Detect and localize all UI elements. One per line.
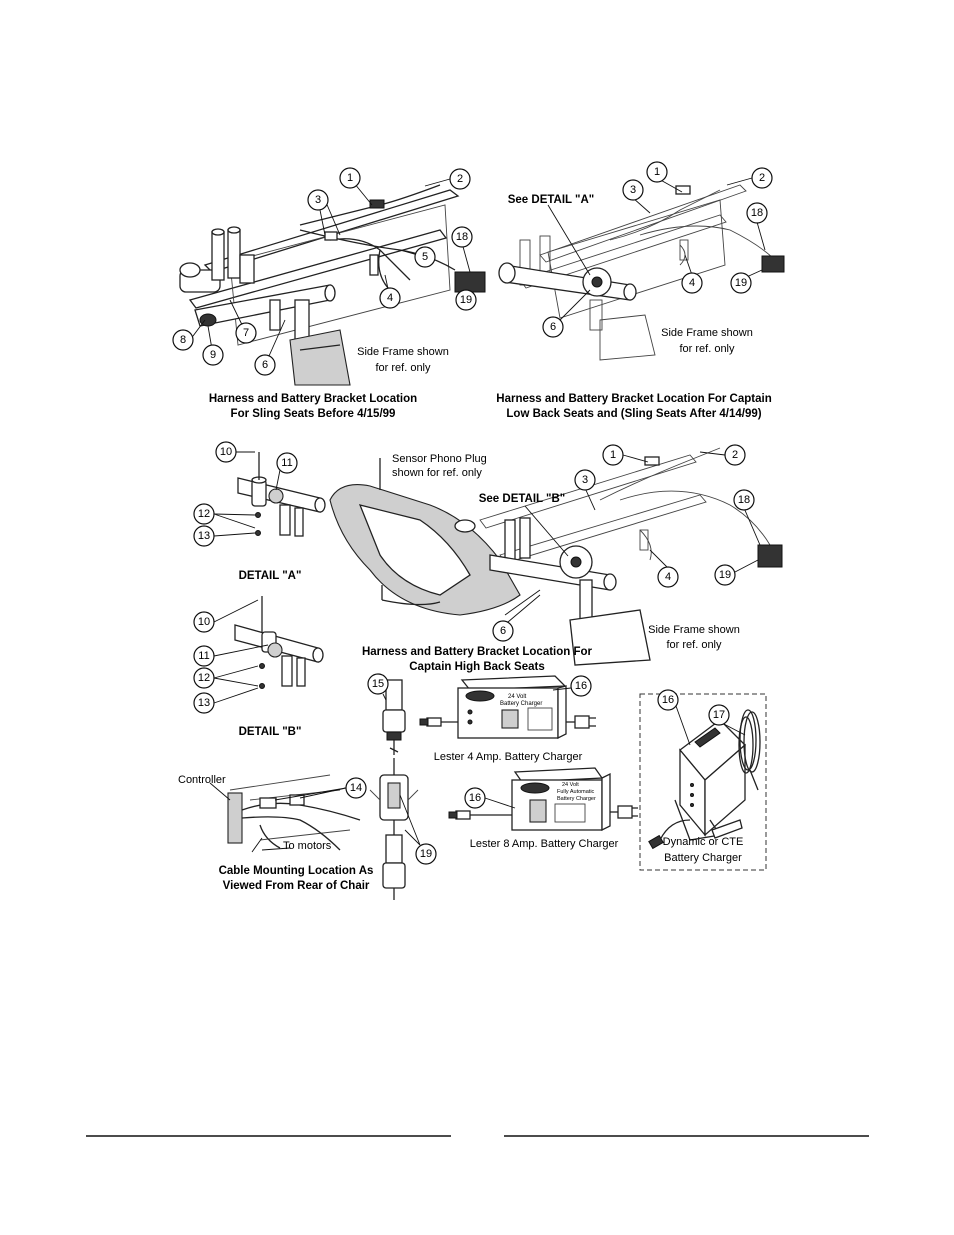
- dynamic-charger-box: [639, 693, 767, 871]
- callout-19: 19: [719, 569, 731, 581]
- callout-3: 3: [582, 474, 588, 486]
- callout-5: 5: [422, 251, 428, 263]
- callout-12: 12: [198, 508, 210, 520]
- detail-a-label: DETAIL "A": [239, 570, 302, 582]
- callout-2: 2: [759, 172, 765, 184]
- callout-16: 16: [662, 694, 674, 706]
- callout-16: 16: [469, 792, 481, 804]
- fig2-side-frame-note-1: Side Frame shown: [661, 327, 753, 339]
- sensor-note-2: shown for ref. only: [392, 467, 482, 479]
- callout-17: 17: [713, 709, 725, 721]
- fig3-caption-2: Captain High Back Seats: [409, 661, 544, 673]
- callout-7: 7: [243, 327, 249, 339]
- fig2-caption-1: Harness and Battery Bracket Location For…: [496, 393, 771, 405]
- fig1-caption-1: Harness and Battery Bracket Location: [209, 393, 417, 405]
- fig3-see-detail: See DETAIL "B": [479, 493, 566, 505]
- charger8-face-2: Fully Automatic: [557, 789, 595, 795]
- callout-11: 11: [198, 650, 209, 662]
- fig3-callouts: 1 2 3 4 6 18 19: [492, 444, 761, 642]
- callout-11: 11: [281, 457, 292, 469]
- callout-3: 3: [630, 184, 636, 196]
- callout-2: 2: [457, 173, 463, 185]
- detail-a-drawing: [237, 452, 326, 537]
- cable-mounting-drawing: [209, 774, 361, 851]
- figure-captain-high-back: [329, 447, 783, 666]
- callout-19: 19: [735, 277, 747, 289]
- cable-mounting-callouts: 14: [274, 777, 367, 801]
- callout-12: 12: [198, 672, 210, 684]
- fig1-side-frame-note-2: for ref. only: [375, 362, 431, 374]
- callout-4: 4: [689, 277, 695, 289]
- callout-8: 8: [180, 334, 186, 346]
- callout-19: 19: [420, 848, 432, 860]
- fig3-side-frame-note-1: Side Frame shown: [648, 624, 740, 636]
- fig2-callouts: 1 2 3 4 6 18 19: [542, 161, 773, 338]
- detail-b-drawing: [234, 596, 324, 689]
- callout-10: 10: [220, 446, 232, 458]
- callout-4: 4: [665, 571, 671, 583]
- to-motors-leader: [251, 837, 291, 853]
- callout-1: 1: [654, 166, 660, 178]
- dynamic-label-2: Battery Charger: [664, 852, 742, 864]
- callout-1: 1: [347, 172, 353, 184]
- callout-19: 19: [460, 294, 472, 306]
- callout-18: 18: [738, 494, 750, 506]
- callout-4: 4: [387, 292, 393, 304]
- cable-caption-1: Cable Mounting Location As: [219, 865, 374, 877]
- dynamic-cte-charger: [648, 709, 761, 850]
- charger4-face-2: Battery Charger: [500, 701, 542, 707]
- lester4-label: Lester 4 Amp. Battery Charger: [434, 751, 583, 763]
- dynamic-callouts: 16 17: [657, 689, 746, 746]
- callout-6: 6: [500, 625, 506, 637]
- lester8-callouts: 16: [464, 787, 516, 809]
- lester-8amp-charger: 24 Volt Fully Automatic Battery Charger: [448, 767, 638, 832]
- fig2-side-frame-note-2: for ref. only: [679, 343, 735, 355]
- callout-1: 1: [610, 449, 616, 461]
- charger8-face-1: 24 Volt: [562, 782, 579, 788]
- fig3-side-frame-note-2: for ref. only: [666, 639, 722, 651]
- figure-captain-low-back: [498, 184, 785, 361]
- fig1-callouts: 1 2 3 4 5 6 7 8 9 18 19: [172, 167, 477, 376]
- callout-3: 3: [315, 194, 321, 206]
- callout-6: 6: [550, 321, 556, 333]
- detail-a-callouts: 10 11 12 13: [193, 441, 298, 547]
- callout-6: 6: [262, 359, 268, 371]
- fig2-see-detail: See DETAIL "A": [508, 194, 595, 206]
- dynamic-label-1: Dynamic or CTE: [663, 836, 744, 848]
- lester4-callouts: 16: [552, 675, 592, 697]
- sensor-note-1: Sensor Phono Plug: [392, 453, 487, 465]
- callout-18: 18: [751, 207, 763, 219]
- cable-caption-2: Viewed From Rear of Chair: [223, 880, 370, 892]
- charger8-face-3: Battery Charger: [557, 796, 596, 802]
- fig1-side-frame-note-1: Side Frame shown: [357, 346, 449, 358]
- fig3-caption-1: Harness and Battery Bracket Location For: [362, 646, 593, 658]
- lester8-label: Lester 8 Amp. Battery Charger: [470, 838, 619, 850]
- to-motors-label: To motors: [283, 840, 332, 852]
- callout-2: 2: [732, 449, 738, 461]
- fig2-caption-2: Low Back Seats and (Sling Seats After 4/…: [506, 408, 761, 420]
- connector-callouts: 15 19: [367, 673, 437, 865]
- callout-13: 13: [198, 530, 210, 542]
- callout-13: 13: [198, 697, 210, 709]
- detail-b-label: DETAIL "B": [239, 726, 302, 738]
- detail-b-callouts: 10 11 12 13: [193, 599, 269, 714]
- figure-sling-seats-before: [179, 184, 486, 386]
- charger4-face-1: 24 Volt: [508, 694, 527, 700]
- lester-4amp-charger: 24 Volt Battery Charger: [419, 675, 596, 740]
- connector-drawing: [369, 679, 419, 900]
- controller-label: Controller: [178, 774, 226, 786]
- callout-10: 10: [198, 616, 210, 628]
- callout-9: 9: [210, 349, 216, 361]
- callout-14: 14: [350, 782, 362, 794]
- fig1-caption-2: For Sling Seats Before 4/15/99: [231, 408, 396, 420]
- callout-18: 18: [456, 231, 468, 243]
- callout-15: 15: [372, 678, 384, 690]
- callout-16: 16: [575, 680, 587, 692]
